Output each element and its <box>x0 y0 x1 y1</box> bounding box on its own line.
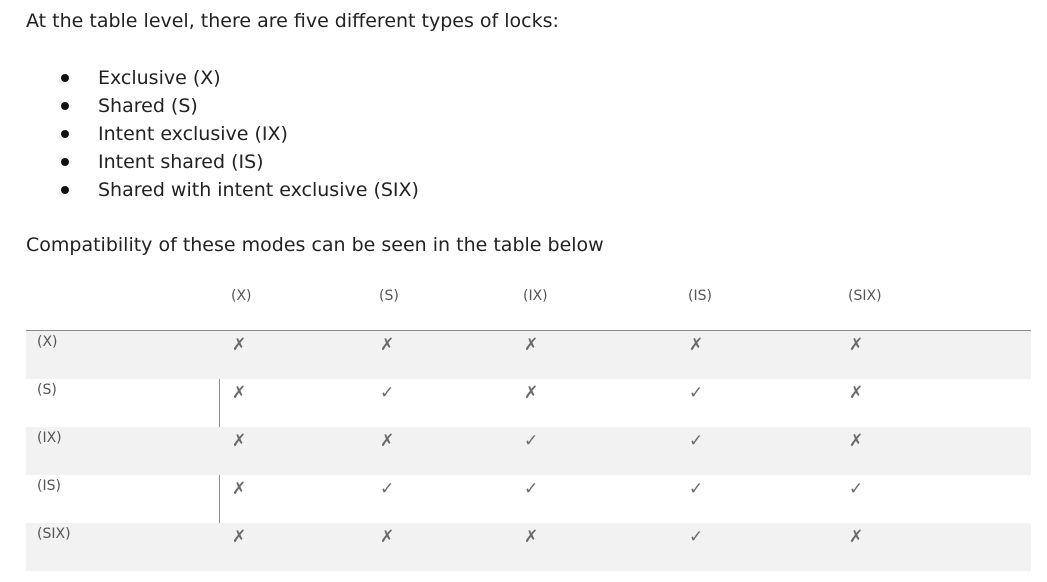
table-row: (IX) ✗ ✗ ✓ ✓ ✗ <box>26 427 1031 475</box>
table-cell: ✓ <box>524 431 539 451</box>
table-cell: ✓ <box>380 479 395 499</box>
table-cell: ✗ <box>380 527 395 547</box>
table-cell: ✗ <box>689 335 704 355</box>
table-cell: ✗ <box>849 527 864 547</box>
table-row: (X) ✗ ✗ ✗ ✗ ✗ <box>26 331 1031 379</box>
row-header: (S) <box>37 382 57 398</box>
table-cell: ✗ <box>232 479 247 499</box>
intro-text: At the table level, there are five diffe… <box>26 10 559 32</box>
row-header: (SIX) <box>37 526 71 542</box>
table-row: (SIX) ✗ ✗ ✗ ✓ ✗ <box>26 523 1031 571</box>
table-body: (X) ✗ ✗ ✗ ✗ ✗ (S) ✗ ✓ ✗ ✓ ✗ (IX) ✗ ✗ ✓ ✓… <box>26 331 1031 571</box>
bullet-icon <box>61 102 69 110</box>
table-row: (S) ✗ ✓ ✗ ✓ ✗ <box>26 379 1031 427</box>
table-cell: ✗ <box>524 383 539 403</box>
table-cell: ✗ <box>849 335 864 355</box>
table-cell: ✗ <box>232 527 247 547</box>
column-header: (X) <box>231 288 252 304</box>
table-cell: ✗ <box>524 335 539 355</box>
table-cell: ✓ <box>689 527 704 547</box>
table-cell: ✗ <box>232 335 247 355</box>
bullet-icon <box>61 186 69 194</box>
table-cell: ✗ <box>232 383 247 403</box>
list-item-label: Intent shared (IS) <box>98 151 264 173</box>
table-cell: ✓ <box>524 479 539 499</box>
row-header: (IX) <box>37 430 62 446</box>
row-header: (IS) <box>37 478 61 494</box>
bullet-icon <box>61 158 69 166</box>
table-header: (X) (S) (IX) (IS) (SIX) <box>26 282 1031 331</box>
table-cell: ✓ <box>689 479 704 499</box>
table-cell: ✗ <box>849 383 864 403</box>
table-cell: ✗ <box>232 431 247 451</box>
compatibility-text: Compatibility of these modes can be seen… <box>26 234 604 256</box>
bullet-icon <box>61 74 69 82</box>
table-cell: ✗ <box>380 335 395 355</box>
column-header: (IS) <box>688 288 712 304</box>
bullet-icon <box>61 130 69 138</box>
list-item-label: Exclusive (X) <box>98 67 221 89</box>
list-item-label: Intent exclusive (IX) <box>98 123 288 145</box>
column-header: (IX) <box>523 288 548 304</box>
table-cell: ✗ <box>380 431 395 451</box>
column-header: (S) <box>379 288 399 304</box>
table-cell: ✓ <box>689 383 704 403</box>
table-cell: ✓ <box>689 431 704 451</box>
list-item-label: Shared (S) <box>98 95 198 117</box>
column-header: (SIX) <box>848 288 882 304</box>
table-cell: ✓ <box>380 383 395 403</box>
list-item-label: Shared with intent exclusive (SIX) <box>98 179 419 201</box>
table-cell: ✗ <box>849 431 864 451</box>
compatibility-table: (X) (S) (IX) (IS) (SIX) (X) ✗ ✗ ✗ ✗ ✗ (S… <box>26 282 1031 571</box>
table-cell: ✓ <box>849 479 864 499</box>
table-row: (IS) ✗ ✓ ✓ ✓ ✓ <box>26 475 1031 523</box>
table-cell: ✗ <box>524 527 539 547</box>
row-header: (X) <box>37 334 58 350</box>
